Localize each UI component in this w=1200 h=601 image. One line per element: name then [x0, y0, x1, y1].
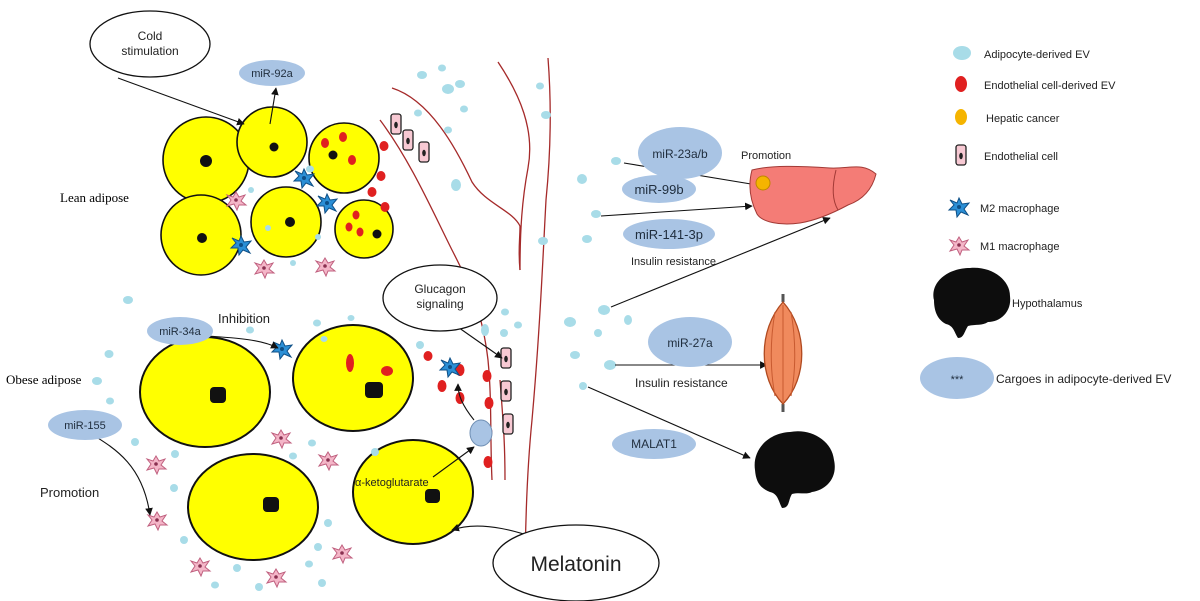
hepatic-cancer-icon	[755, 175, 771, 191]
alpha-ketoglutarate-label: α-ketoglutarate	[355, 477, 429, 489]
insulin-resistance-liver-label: Insulin resistance	[631, 256, 716, 268]
inhibition-label: Inhibition	[218, 311, 270, 326]
legend-item-endothelial-ev: Endothelial cell-derived EV	[955, 76, 1116, 92]
legend-item-hepatic-cancer: Hepatic cancer	[955, 109, 1060, 125]
adipocyte	[292, 324, 414, 432]
svg-text:M1 macrophage: M1 macrophage	[980, 241, 1060, 253]
legend-item-hypothalamus: Hypothalamus	[933, 267, 1083, 338]
obese-adipose-label: Obese adipose	[6, 372, 82, 387]
insulin-resistance-muscle-label: Insulin resistance	[635, 376, 728, 390]
adipocyte	[250, 186, 322, 258]
svg-text:miR-23a/b: miR-23a/b	[652, 147, 708, 161]
muscle	[763, 294, 803, 412]
svg-text:MALAT1: MALAT1	[631, 437, 677, 451]
svg-text:Endothelial cell-derived EV: Endothelial cell-derived EV	[984, 80, 1116, 92]
adipocyte	[334, 199, 394, 259]
liver	[749, 165, 877, 225]
cold-stimulation-line2: stimulation	[121, 44, 178, 58]
svg-text:Hypothalamus: Hypothalamus	[1012, 298, 1083, 310]
svg-text:miR-141-3p: miR-141-3p	[635, 227, 703, 242]
adipocyte	[308, 122, 380, 194]
cold-stimulation-line1: Cold	[138, 29, 163, 43]
legend-item-cargoes: *** Cargoes in adipocyte-derived EV	[920, 357, 1171, 399]
adipocyte	[187, 453, 319, 561]
brain-icon	[933, 267, 1011, 338]
svg-text:Hepatic cancer: Hepatic cancer	[986, 113, 1060, 125]
mirna-pill-mir141: miR-141-3p	[623, 219, 715, 249]
svg-text:miR-155: miR-155	[64, 420, 106, 432]
svg-text:Cargoes in adipocyte-derived E: Cargoes in adipocyte-derived EV	[996, 372, 1171, 386]
legend-item-endothelial-cell: Endothelial cell	[955, 144, 1058, 166]
ev-vesicle-large	[469, 419, 493, 447]
endothelial-ev-cloud	[367, 141, 494, 468]
svg-text:miR-34a: miR-34a	[159, 326, 201, 338]
mirna-pill-malat1: MALAT1	[612, 429, 696, 459]
promotion-label-left: Promotion	[40, 485, 99, 500]
legend-item-m2-macrophage: M2 macrophage	[948, 197, 1060, 218]
glucagon-line1: Glucagon	[414, 282, 465, 296]
svg-text:Adipocyte-derived EV: Adipocyte-derived EV	[984, 49, 1090, 61]
melatonin-bubble: Melatonin	[492, 524, 660, 601]
glucagon-line2: signaling	[416, 297, 463, 311]
mirna-pill-mir99b: miR-99b	[622, 175, 696, 203]
adipocyte	[162, 116, 250, 204]
adipocyte	[352, 439, 474, 545]
lean-adipocyte-cluster	[160, 106, 394, 276]
adipocyte	[139, 336, 271, 448]
svg-text:miR-92a: miR-92a	[251, 68, 293, 80]
obese-adipocyte-cluster	[139, 324, 474, 561]
svg-text:miR-99b: miR-99b	[634, 182, 683, 197]
mirna-pill-mir23ab: miR-23a/b	[638, 127, 722, 179]
promotion-label-liver: Promotion	[741, 150, 791, 162]
legend-item-adipocyte-ev: Adipocyte-derived EV	[953, 46, 1090, 61]
svg-text:miR-27a: miR-27a	[667, 336, 713, 350]
mirna-pill-mir92a: miR-92a	[239, 60, 305, 86]
mirna-pill-mir27a: miR-27a	[648, 317, 732, 367]
adipocyte	[160, 194, 242, 276]
legend: Adipocyte-derived EV Endothelial cell-de…	[920, 46, 1171, 399]
svg-text:***: ***	[951, 374, 965, 386]
lean-adipose-label: Lean adipose	[60, 190, 129, 205]
cold-stimulation-bubble: Cold stimulation	[89, 10, 211, 78]
melatonin-label: Melatonin	[530, 553, 621, 576]
mirna-pill-mir34a: miR-34a	[147, 317, 213, 345]
svg-text:M2 macrophage: M2 macrophage	[980, 203, 1060, 215]
brain-icon	[754, 431, 835, 508]
svg-text:Endothelial cell: Endothelial cell	[984, 151, 1058, 163]
legend-item-m1-macrophage: M1 macrophage	[949, 236, 1060, 256]
mirna-pill-mir155: miR-155	[48, 410, 122, 440]
adipocyte	[236, 106, 308, 178]
glucagon-signaling-bubble: Glucagon signaling	[382, 264, 498, 332]
